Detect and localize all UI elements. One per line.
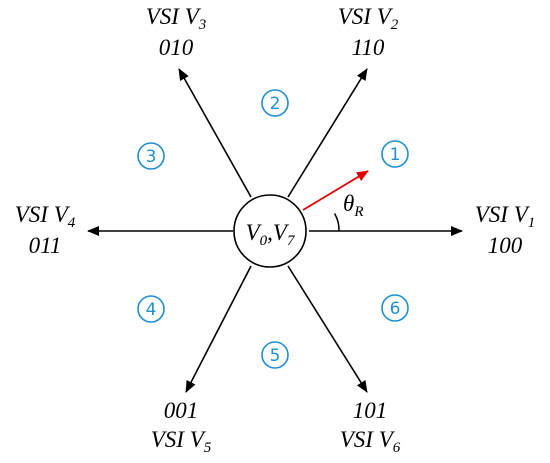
vector-v2-code: 110 xyxy=(352,35,385,60)
zero-vector-label: V0,V7 xyxy=(246,220,296,249)
sector-4-marker: 4 xyxy=(137,295,165,323)
vector-v6-name: VSI V6 xyxy=(340,427,401,456)
vector-v3-arrow xyxy=(178,68,252,198)
reference-vector-arrow xyxy=(302,170,369,211)
sector-1-label: 1 xyxy=(390,145,401,165)
vector-v1-code: 100 xyxy=(488,233,523,258)
sector-5-label: 5 xyxy=(270,346,281,366)
sector-3-marker: 3 xyxy=(137,142,165,170)
sector-3-label: 3 xyxy=(146,147,157,167)
vector-v6-code: 101 xyxy=(353,398,388,423)
vector-v6-arrow xyxy=(287,265,368,393)
vector-v3-name: VSI V3 xyxy=(146,4,207,33)
vector-v4-code: 011 xyxy=(29,233,62,258)
vector-v5-code: 001 xyxy=(164,398,199,423)
vector-v5-name: VSI V5 xyxy=(151,427,212,456)
theta-angle-arc xyxy=(333,213,340,232)
vector-v5-arrow xyxy=(185,265,252,393)
zero-vector-circle xyxy=(233,194,307,268)
sector-6-label: 6 xyxy=(390,299,401,319)
sector-2-label: 2 xyxy=(270,94,281,114)
vector-v2-name: VSI V2 xyxy=(338,4,399,33)
vector-v1-name: VSI V1 xyxy=(475,202,536,231)
sector-2-marker: 2 xyxy=(261,89,289,117)
sector-6-marker: 6 xyxy=(381,294,409,322)
vector-v2-arrow xyxy=(287,68,368,198)
theta-r-label: θR xyxy=(343,191,363,220)
sector-5-marker: 5 xyxy=(261,341,289,369)
vector-v4-name: VSI V4 xyxy=(15,202,76,231)
sector-4-label: 4 xyxy=(146,300,157,320)
sector-1-marker: 1 xyxy=(381,140,409,168)
vector-v3-code: 010 xyxy=(159,35,194,60)
